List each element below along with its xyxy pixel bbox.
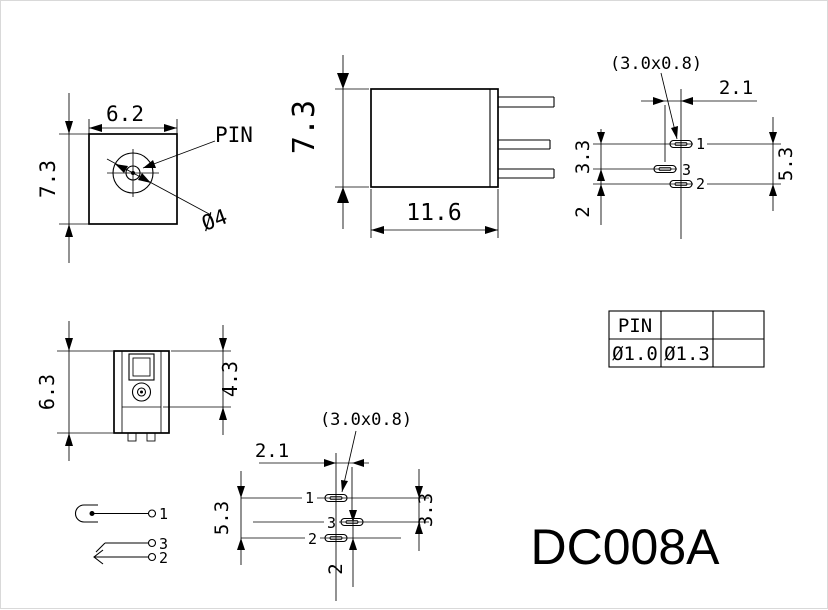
bottom-body-view: 6.3 4.3 bbox=[35, 321, 242, 461]
pad-3-number: 3 bbox=[682, 161, 691, 179]
bottom-height-value: 6.3 bbox=[35, 374, 59, 410]
pad-1-number: 1 bbox=[305, 489, 314, 507]
terminal-1 bbox=[147, 509, 157, 518]
top-left-dimensions: 3.3 2 bbox=[572, 129, 605, 225]
bottom-offset-dimension: 2.1 bbox=[255, 440, 369, 516]
pad-2 bbox=[669, 179, 693, 189]
table-hole-diameter: Ø1.3 bbox=[664, 343, 710, 365]
top-pitch32-value: 2 bbox=[572, 206, 594, 217]
bottom-slot-callout: (3.0x0.8) bbox=[320, 410, 412, 493]
pad-1-number: 1 bbox=[696, 135, 705, 153]
schematic-symbol: 1 3 2 bbox=[75, 504, 168, 567]
front-view: 6.2 7.3 PIN Ø4 bbox=[36, 93, 253, 263]
jack-body-side bbox=[370, 88, 499, 188]
pad-2-number: 2 bbox=[308, 530, 317, 548]
pad-1 bbox=[669, 139, 693, 149]
front-width-value: 6.2 bbox=[106, 102, 144, 126]
top-pitch13-value: 3.3 bbox=[572, 140, 594, 174]
bottom-span-value: 5.3 bbox=[211, 501, 233, 535]
bottom-span-dimension: 5.3 bbox=[211, 471, 245, 565]
top-slot-callout: (3.0x0.8) bbox=[610, 54, 702, 140]
side-length-dimension: 11.6 bbox=[370, 189, 499, 238]
top-offset-value: 2.1 bbox=[719, 77, 753, 99]
footprint-top-view: 1 3 2 (3.0x0.8) 2.1 3.3 2 bbox=[572, 54, 797, 239]
pad-1 bbox=[324, 493, 348, 503]
front-width-dimension: 6.2 bbox=[88, 102, 178, 134]
jack-body-front bbox=[88, 133, 178, 225]
bottom-pitch32-dimension: 2 bbox=[325, 510, 357, 587]
bottom-slot-size: (3.0x0.8) bbox=[320, 410, 412, 430]
side-height-value: 7.3 bbox=[287, 100, 322, 154]
side-length-value: 11.6 bbox=[406, 200, 461, 226]
top-offset-dimension: 2.1 bbox=[641, 77, 757, 162]
top-span-value: 5.3 bbox=[775, 147, 797, 181]
terminal-2-number: 2 bbox=[159, 549, 168, 567]
front-height-value: 7.3 bbox=[36, 160, 60, 198]
terminal-1-number: 1 bbox=[159, 505, 168, 523]
side-terminals bbox=[498, 96, 555, 179]
spec-table: PIN Ø1.0 Ø1.3 bbox=[608, 310, 765, 368]
terminal-3-number: 3 bbox=[159, 535, 168, 553]
front-height-dimension: 7.3 bbox=[36, 93, 91, 263]
bottom-pitch13-value: 3.3 bbox=[415, 493, 437, 527]
terminal-3 bbox=[147, 538, 157, 548]
side-view: 7.3 11.6 bbox=[287, 55, 555, 238]
bottom-offset-value: 2.1 bbox=[255, 440, 289, 462]
bottom-pitch32-value: 2 bbox=[325, 563, 347, 574]
jack-body-bottom bbox=[113, 350, 170, 434]
barrel-symbol bbox=[75, 504, 98, 523]
bottom-pitch13-dimension: 3.3 bbox=[415, 469, 437, 551]
part-number-title: DC008A bbox=[531, 519, 721, 575]
pad-2 bbox=[324, 533, 348, 543]
pad-2-number: 2 bbox=[696, 175, 705, 193]
side-height-dimension: 7.3 bbox=[287, 55, 369, 229]
top-slot-size: (3.0x0.8) bbox=[610, 54, 702, 74]
pad-3-number: 3 bbox=[327, 514, 336, 532]
bottom-depth-value: 4.3 bbox=[218, 361, 242, 397]
bottom-height-dimension: 6.3 bbox=[35, 321, 113, 461]
bottom-depth-dimension: 4.3 bbox=[163, 325, 242, 435]
front-pin-label: PIN bbox=[215, 123, 253, 147]
front-pin-callout: PIN bbox=[142, 123, 253, 169]
front-diameter-value: Ø4 bbox=[199, 204, 231, 235]
table-pin-diameter: Ø1.0 bbox=[612, 343, 658, 365]
footprint-bottom-view: 1 3 2 (3.0x0.8) 2.1 5.3 3.3 bbox=[211, 410, 437, 601]
terminal-2 bbox=[147, 552, 157, 562]
pad-3 bbox=[653, 164, 677, 174]
table-header-pin: PIN bbox=[618, 315, 652, 337]
top-span-dimension: 5.3 bbox=[769, 117, 797, 211]
